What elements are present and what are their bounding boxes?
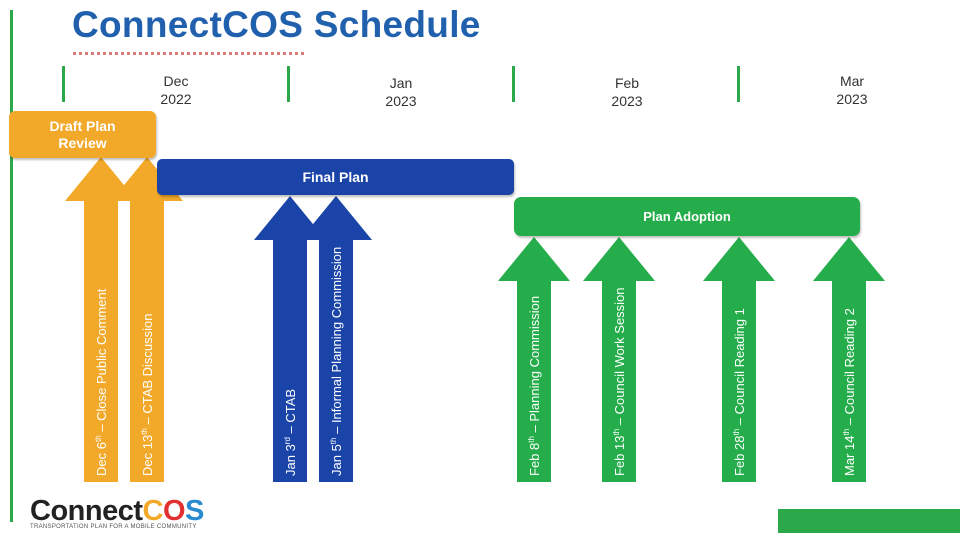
arrow-shape [111, 157, 183, 482]
connectcos-logo: ConnectCOS TRANSPORTATION PLAN FOR A MOB… [30, 496, 204, 530]
month-label-jan: Jan 2023 [341, 74, 461, 110]
milestone-label: Jan 3rd – CTAB [283, 389, 298, 476]
month-divider-mar [737, 66, 740, 102]
milestone-arrow-5: Feb 8th – Planning Commission [498, 237, 570, 482]
milestone-label: Dec 13th – CTAB Discussion [140, 313, 155, 476]
month-name: Dec [163, 73, 189, 89]
phase-label: Plan Adoption [643, 209, 731, 224]
arrow-shape [300, 196, 372, 482]
milestone-label: Feb 8th – Planning Commission [527, 296, 542, 476]
milestone-arrow-6: Feb 13th – Council Work Session [583, 237, 655, 482]
milestone-label: Feb 28th – Council Reading 1 [732, 308, 747, 476]
milestone-arrow-4: Jan 5th – Informal Planning Commission [300, 196, 372, 482]
arrow-shape [703, 237, 775, 482]
month-label-feb: Feb 2023 [567, 74, 687, 110]
logo-letter: S [185, 495, 204, 527]
month-label-mar: Mar 2023 [792, 72, 912, 108]
milestone-label: Mar 14th – Council Reading 2 [842, 308, 857, 476]
phase-bar-plan-adoption: Plan Adoption [514, 197, 860, 236]
month-label-dec: Dec 2022 [116, 72, 236, 108]
milestone-label: Feb 13th – Council Work Session [612, 287, 627, 476]
month-name: Mar [839, 73, 865, 89]
month-year: 2023 [385, 93, 417, 109]
month-divider-jan [287, 66, 290, 102]
month-name: Feb [614, 75, 640, 91]
logo-letter: O [162, 495, 186, 527]
spellcheck-underline [73, 52, 307, 55]
month-year: 2023 [611, 93, 643, 109]
arrow-shape [498, 237, 570, 482]
month-name: Jan [389, 75, 413, 91]
milestone-label: Jan 5th – Informal Planning Commission [329, 247, 344, 476]
phase-bar-final-plan: Final Plan [157, 159, 514, 195]
milestone-arrow-2: Dec 13th – CTAB Discussion [111, 157, 183, 482]
logo-letter: C [142, 495, 164, 527]
month-divider-dec [62, 66, 65, 102]
phase-label: Final Plan [302, 168, 369, 185]
arrow-shape [583, 237, 655, 482]
footer-accent-block [778, 509, 960, 533]
slide-title: ConnectCOS Schedule [72, 4, 481, 45]
month-year: 2022 [160, 91, 192, 107]
phase-label: Draft Plan Review [49, 117, 116, 151]
logo-word: Connect [30, 495, 143, 527]
arrow-shape [813, 237, 885, 482]
milestone-arrow-8: Mar 14th – Council Reading 2 [813, 237, 885, 482]
logo-wordmark: ConnectCOS [30, 496, 204, 526]
month-year: 2023 [836, 91, 868, 107]
phase-bar-draft-plan-review: Draft Plan Review [9, 111, 156, 158]
arrow-shape [254, 196, 326, 482]
left-border-line [10, 10, 13, 522]
logo-tagline: TRANSPORTATION PLAN FOR A MOBILE COMMUNI… [30, 524, 197, 530]
milestone-arrow-1: Dec 6th – Close Public Comment [65, 157, 137, 482]
milestone-label: Dec 6th – Close Public Comment [94, 288, 109, 476]
month-divider-feb [512, 66, 515, 102]
milestone-arrow-7: Feb 28th – Council Reading 1 [703, 237, 775, 482]
arrow-shape [65, 157, 137, 482]
milestone-arrow-3: Jan 3rd – CTAB [254, 196, 326, 482]
